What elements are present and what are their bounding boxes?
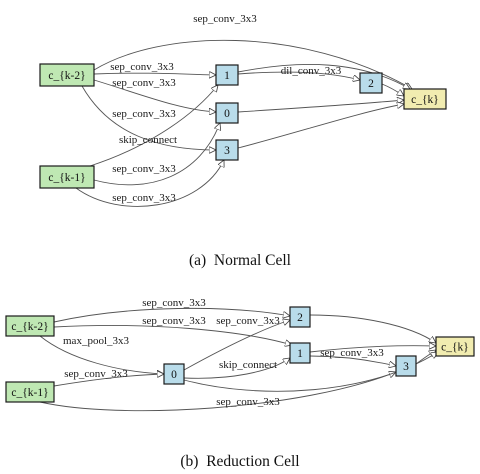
normal-edge-label-ck2-to-n1: sep_conv_3x3 (110, 61, 174, 73)
normal-node-ck: c_{k} (403, 88, 447, 110)
normal-node-box-n0 (215, 102, 239, 124)
normal-node-n0: 0 (215, 102, 239, 124)
reduction-caption: (b) Reduction Cell (180, 453, 299, 470)
reduction-edge-label-ck2-to-n0: max_pool_3x3 (63, 335, 129, 347)
reduction-node-box-n3 (395, 355, 417, 377)
reduction-node-label-n1: 1 (297, 348, 303, 360)
normal-node-box-ck1 (39, 165, 95, 189)
reduction-node-label-n3: 3 (403, 361, 409, 373)
reduction-edge-ck2-to-n1 (53, 325, 292, 345)
normal-edge-label-ck2-to-ck: sep_conv_3x3 (193, 13, 257, 25)
normal-edge-ck2-to-n1 (93, 73, 216, 75)
reduction-node-ck2: c_{k-2} (5, 315, 55, 337)
normal-edge-label-ck2-to-n0: sep_conv_3x3 (112, 77, 176, 89)
normal-edge-n1-to-ck (237, 64, 410, 89)
reduction-edge-ck1-to-n3 (39, 372, 396, 412)
reduction-node-label-n2: 2 (297, 312, 303, 324)
normal-node-label-n1: 1 (224, 70, 230, 82)
reduction-edge-ck2-to-n2 (53, 307, 290, 323)
reduction-node-n3: 3 (395, 355, 417, 377)
normal-node-label-ck1: c_{k-1} (48, 172, 85, 184)
normal-edge-label-ck1-to-n0: sep_conv_3x3 (112, 163, 176, 175)
normal-node-n1: 1 (215, 64, 239, 86)
reduction-edge-ck1-to-n0 (53, 374, 164, 387)
normal-edge-ck1-to-n3 (75, 160, 224, 207)
normal-node-n2: 2 (359, 72, 383, 94)
normal-edge-n1-to-n2 (237, 71, 360, 80)
reduction-edge-label-ck1-to-n0: sep_conv_3x3 (64, 368, 128, 380)
normal-node-box-n1 (215, 64, 239, 86)
reduction-node-n2: 2 (289, 306, 311, 328)
normal-node-box-ck2 (39, 63, 95, 87)
normal-edge-ck2-to-n3 (81, 85, 216, 150)
normal-edge-label-ck1-to-n3: sep_conv_3x3 (112, 192, 176, 204)
reduction-edge-ck2-to-n0 (39, 335, 164, 374)
normal-edge-ck1-to-n0 (93, 123, 220, 186)
normal-node-ck1: c_{k-1} (39, 165, 95, 189)
normal-node-box-ck (403, 88, 447, 110)
normal-edge-n2-to-ck (381, 83, 404, 96)
normal-edge-ck2-to-ck (93, 39, 412, 89)
reduction-node-n0: 0 (163, 363, 185, 385)
reduction-node-label-ck2: c_{k-2} (11, 321, 48, 333)
reduction-edge-n1-to-n3 (309, 355, 396, 366)
reduction-node-box-n1 (289, 342, 311, 364)
normal-edge-n3-to-ck (237, 104, 404, 149)
normal-edge-n0-to-ck (237, 100, 404, 113)
normal-edge-label-ck1-to-n1: sep_conv_3x3 (112, 108, 176, 120)
normal-node-n3: 3 (215, 139, 239, 161)
reduction-node-box-ck1 (5, 381, 55, 403)
reduction-node-label-ck: c_{k} (441, 342, 469, 354)
normal-edge-ck1-to-n1 (89, 85, 218, 167)
normal-node-label-n0: 0 (224, 108, 230, 120)
normal-edge-label-ck2-to-n3: skip_connect (119, 134, 177, 146)
reduction-node-box-ck (435, 336, 475, 357)
normal-edge-ck2-to-n0 (93, 79, 216, 112)
normal-node-label-ck2: c_{k-2} (48, 70, 85, 82)
normal-node-label-n3: 3 (224, 145, 230, 157)
reduction-edge-label-n0-to-n2: sep_conv_3x3 (216, 315, 280, 327)
reduction-node-label-n0: 0 (171, 369, 177, 381)
normal-node-label-ck: c_{k} (411, 94, 439, 106)
reduction-node-box-n0 (163, 363, 185, 385)
reduction-node-ck1: c_{k-1} (5, 381, 55, 403)
normal-node-box-n3 (215, 139, 239, 161)
reduction-node-n1: 1 (289, 342, 311, 364)
reduction-edge-label-ck2-to-n1: sep_conv_3x3 (142, 315, 206, 327)
reduction-edge-label-ck1-to-n3: sep_conv_3x3 (216, 396, 280, 408)
reduction-edge-n3-to-ck (415, 350, 436, 365)
normal-caption: (a) Normal Cell (189, 252, 291, 269)
reduction-node-box-ck2 (5, 315, 55, 337)
reduction-node-box-n2 (289, 306, 311, 328)
reduction-edge-label-ck2-to-n2: sep_conv_3x3 (142, 297, 206, 309)
normal-node-box-n2 (359, 72, 383, 94)
reduction-node-ck: c_{k} (435, 336, 475, 357)
normal-node-label-n2: 2 (368, 78, 374, 90)
normal-node-ck2: c_{k-2} (39, 63, 95, 87)
reduction-edge-n0-to-n2 (183, 320, 290, 371)
reduction-edge-label-n0-to-n1: skip_connect (219, 359, 277, 371)
reduction-node-label-ck1: c_{k-1} (11, 387, 48, 399)
reduction-edge-label-n1-to-n3: sep_conv_3x3 (320, 347, 384, 359)
reduction-edge-n0-to-n1 (183, 358, 290, 379)
normal-edge-label-n1-to-n2: dil_conv_3x3 (281, 65, 342, 77)
reduction-edge-n2-to-ck (309, 314, 436, 343)
reduction-edge-n1-to-ck (309, 346, 436, 353)
